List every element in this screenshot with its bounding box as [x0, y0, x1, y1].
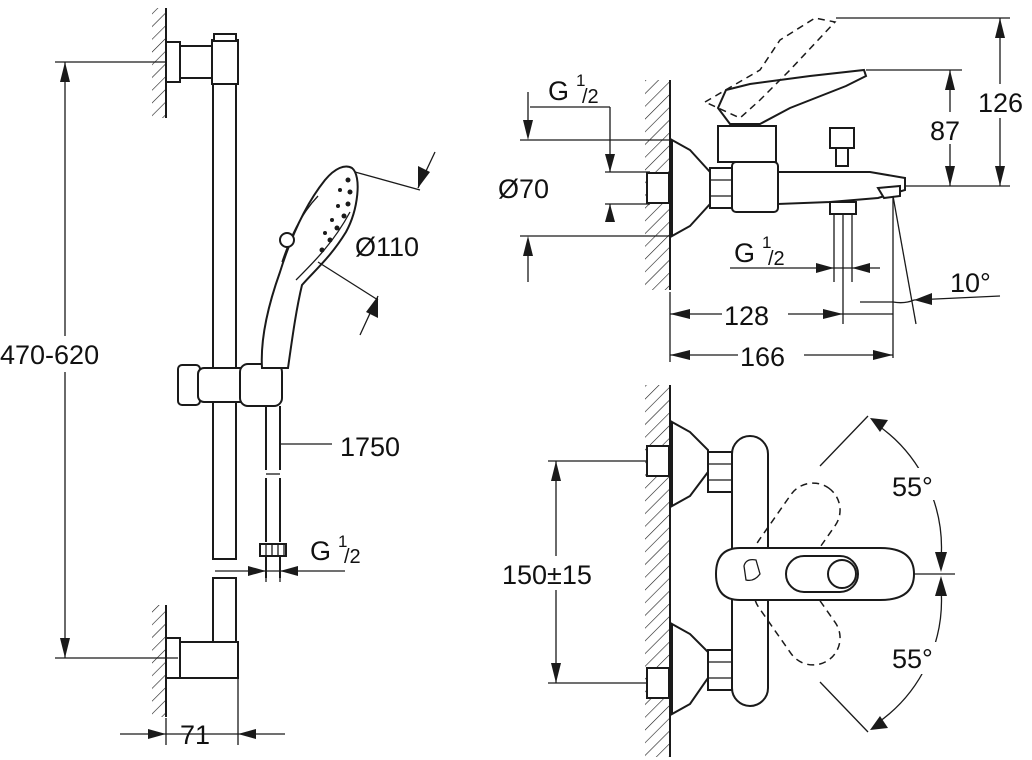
- rail-length-label: 470-620: [0, 340, 99, 370]
- hose-nut: [259, 543, 287, 557]
- svg-text:G: G: [734, 238, 755, 268]
- svg-text:/2: /2: [768, 248, 785, 270]
- mixer-side-view: G 1 /2 Ø70 G 1 /2 87: [498, 17, 1032, 372]
- lower-inlet: [646, 667, 670, 699]
- spout-angle-label: 10°: [950, 268, 991, 298]
- svg-text:/2: /2: [582, 86, 599, 108]
- wall-hatch-top: [152, 8, 166, 118]
- wall-flange: [671, 138, 711, 238]
- inlet-thread-label: G 1 /2: [548, 71, 599, 108]
- lever-rotation-top-label: 55°: [892, 472, 933, 502]
- center-distance-label: 150±15: [502, 560, 592, 590]
- svg-text:1: 1: [576, 71, 585, 90]
- lever-raised-outline: [703, 17, 837, 119]
- length-to-spout-label: 128: [724, 301, 769, 331]
- svg-text:1: 1: [338, 532, 347, 551]
- height-to-lever-label: 87: [930, 116, 960, 146]
- eccentric-inlet: [646, 172, 670, 204]
- total-length-label: 166: [740, 342, 785, 372]
- mixer-front-view: 150±15 55° 55°: [500, 385, 955, 757]
- upper-inlet: [646, 445, 670, 477]
- mixer-body: [731, 161, 779, 213]
- hose-connection-label: G 1 /2: [310, 532, 361, 568]
- outlet-connector: [829, 201, 857, 215]
- svg-text:G: G: [548, 76, 569, 106]
- svg-text:/2: /2: [344, 546, 361, 568]
- svg-text:G: G: [310, 536, 331, 566]
- slider-knob: [177, 364, 201, 406]
- mixer-lever: [716, 68, 868, 125]
- upper-flange: [671, 420, 709, 508]
- diverter-knob: [829, 127, 855, 149]
- shower-set-drawing: 470-620 Ø110 1750 G 1 /2 71: [0, 8, 436, 750]
- flange-diameter-label: Ø70: [498, 174, 549, 204]
- lever-position-up: [753, 482, 841, 584]
- top-wall-bracket: [165, 41, 181, 83]
- front-view-wall-hatch: [645, 385, 670, 757]
- hose-length-label: 1750: [340, 432, 400, 462]
- svg-text:1: 1: [762, 233, 771, 252]
- outlet-thread-label: G 1 /2: [734, 233, 785, 270]
- wall-projection-label: 71: [180, 720, 210, 750]
- wall-hatch-bottom: [152, 605, 166, 717]
- handshower-diameter-label: Ø110: [355, 232, 419, 262]
- shower-rail: [212, 83, 237, 560]
- hand-shower: [260, 165, 359, 369]
- total-height-label: 126: [978, 88, 1023, 118]
- lever-rotation-bottom-label: 55°: [892, 644, 933, 674]
- spray-face-dots: [319, 177, 353, 253]
- lower-flange: [671, 622, 709, 716]
